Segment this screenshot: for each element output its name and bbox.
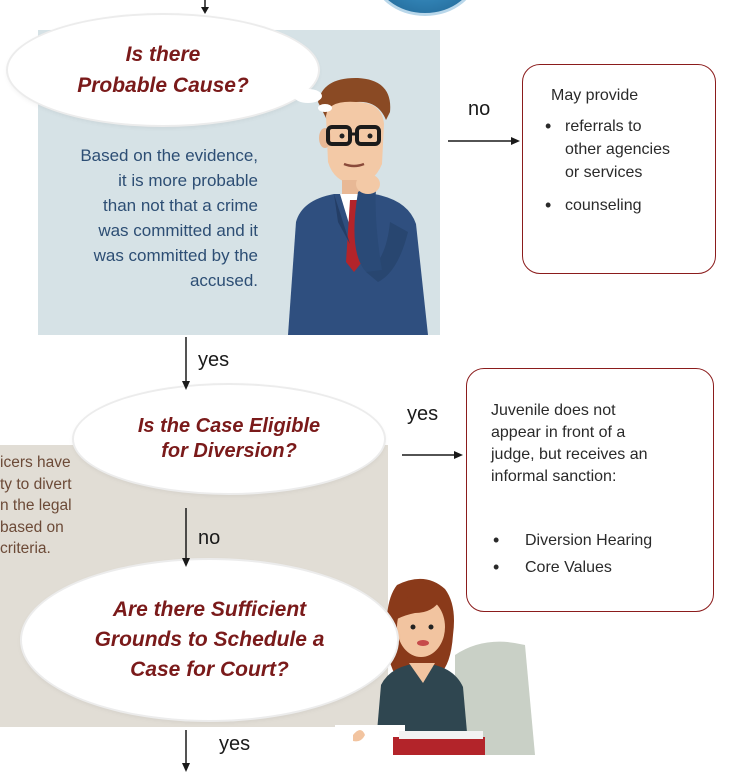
- arrow-head: [511, 137, 520, 145]
- no-outcome-intro: May provide: [551, 87, 639, 104]
- sufficient-grounds-question-text: Are there Sufficient Grounds to Schedule…: [94, 598, 325, 681]
- thought-bubble-dot-small: [318, 104, 332, 112]
- diversion-outcome-intro: Juvenile does not appear in front of a j…: [491, 402, 648, 485]
- diversion-item-core-values: Core Values: [485, 556, 713, 579]
- arrow-head: [201, 7, 209, 14]
- arrow-head: [182, 381, 190, 390]
- diversion-item-hearing: Diversion Hearing: [485, 529, 713, 552]
- probable-cause-no-label: no: [468, 98, 491, 120]
- arrow-head: [182, 763, 190, 772]
- no-outcome-list: referrals to other agencies or services …: [543, 115, 713, 227]
- thought-bubble-dot-large: [294, 89, 322, 103]
- diversion-yes-label: yes: [407, 403, 439, 425]
- diversion-eligible-question-text: Is the Case Eligible for Diversion?: [137, 415, 321, 462]
- diversion-outcome-list: Diversion Hearing Core Values: [485, 529, 713, 583]
- diversion-eligible-question: Is the Case Eligible for Diversion?: [74, 385, 384, 493]
- probable-cause-yes-label: yes: [198, 349, 230, 371]
- diversion-outcome-box: Juvenile does not appear in front of a j…: [466, 368, 714, 612]
- no-probable-cause-outcome-box: May provide referrals to other agencies …: [522, 64, 716, 274]
- sufficient-grounds-question: Are there Sufficient Grounds to Schedule…: [22, 560, 397, 720]
- arrow-head: [182, 558, 190, 567]
- probable-cause-question-text: Is there Probable Cause?: [77, 43, 249, 97]
- thinking-man-illustration: [288, 77, 428, 335]
- sufficient-grounds-yes-label: yes: [219, 733, 251, 755]
- woman-at-desk-illustration: [335, 578, 535, 755]
- diversion-no-label: no: [198, 527, 221, 549]
- no-outcome-item-referrals: referrals to other agencies or services: [543, 115, 713, 184]
- diversion-explanation: icers have ty to divert n the legal base…: [0, 454, 72, 557]
- arrow-head: [454, 451, 463, 459]
- probable-cause-question: Is there Probable Cause?: [8, 15, 318, 125]
- probable-cause-explanation: Based on the evidence, it is more probab…: [80, 146, 258, 290]
- no-outcome-item-counseling: counseling: [543, 194, 713, 217]
